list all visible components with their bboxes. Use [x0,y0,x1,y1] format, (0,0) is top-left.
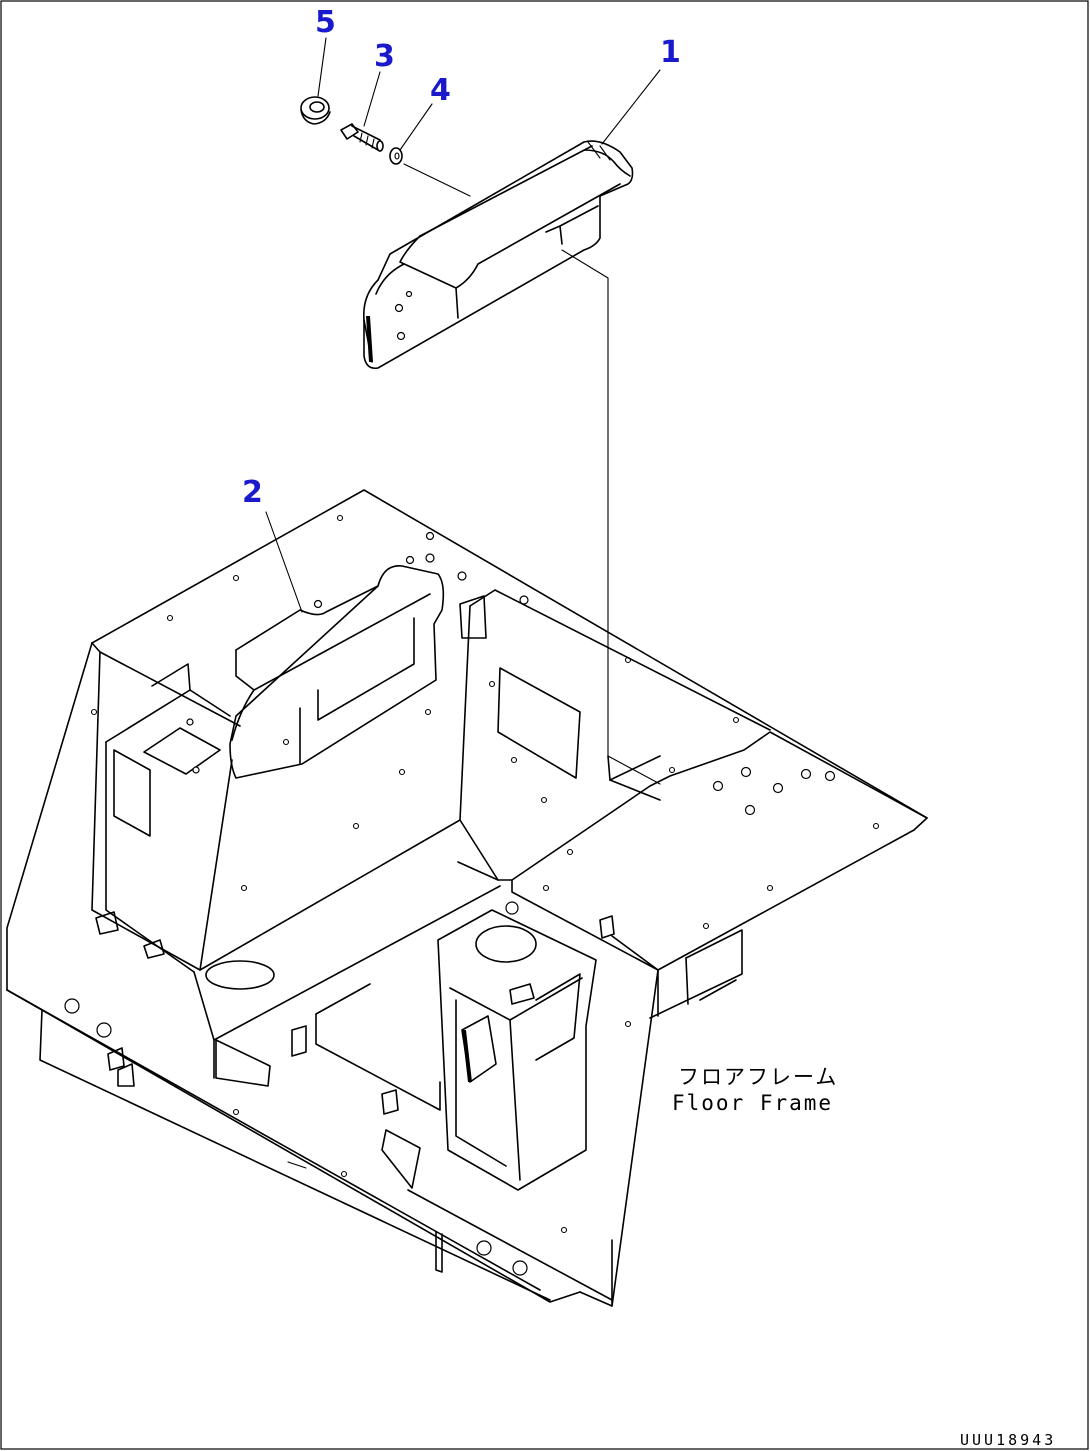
callout-3[interactable]: 3 [374,39,395,74]
part-5-nut [300,96,331,125]
leader-2 [265,511,303,613]
callout-2[interactable]: 2 [242,475,263,510]
floor-frame-label-jp: フロアフレーム [678,1065,838,1089]
floor-frame [6,489,928,1307]
document-number: UUU18943 [960,1431,1056,1449]
floor-frame-label-en: Floor Frame [672,1091,833,1115]
part-3-bolt [340,123,384,152]
leader-5 [317,37,327,97]
part-4-washer [389,147,403,165]
callout-1[interactable]: 1 [660,35,681,70]
assembly-leader [561,249,661,785]
callout-5[interactable]: 5 [315,5,336,40]
callout-4[interactable]: 4 [430,73,451,108]
part-1-armrest [362,140,634,370]
leader-4 [399,103,433,151]
leader-3 [363,71,381,127]
leader-1 [601,69,661,145]
